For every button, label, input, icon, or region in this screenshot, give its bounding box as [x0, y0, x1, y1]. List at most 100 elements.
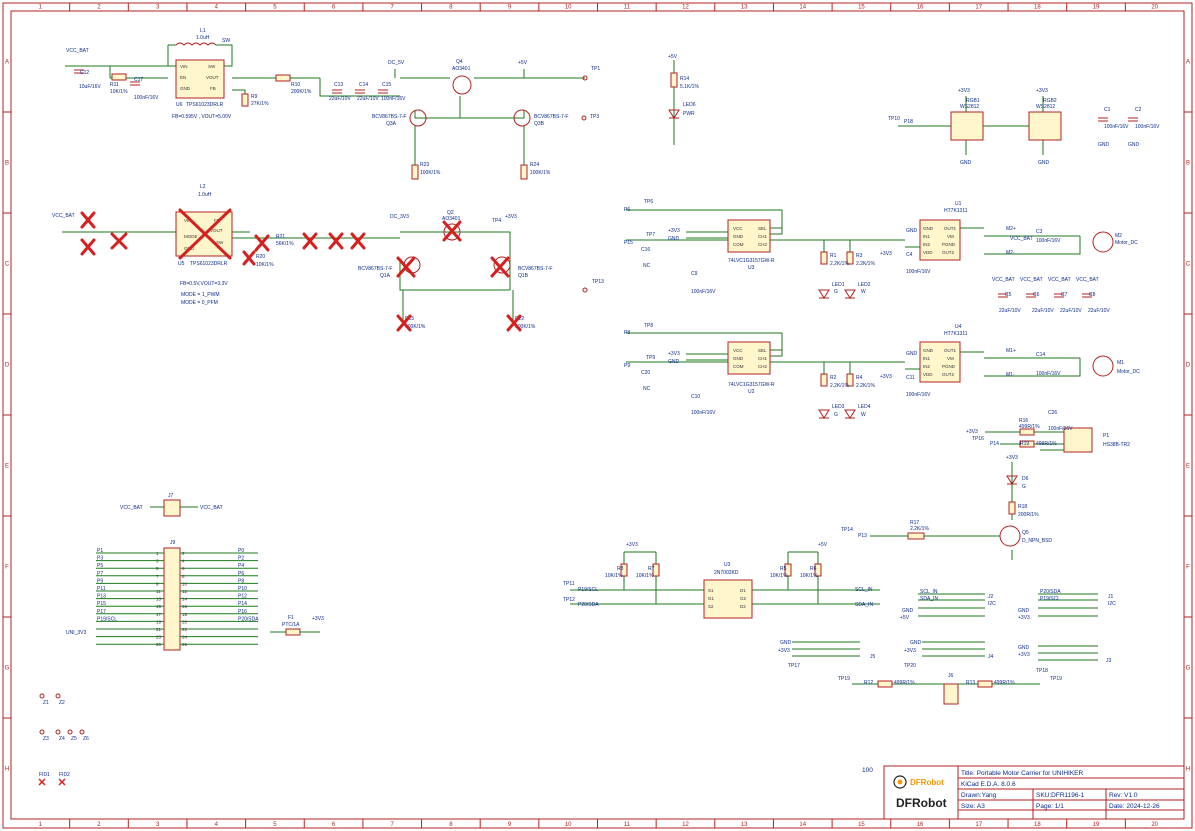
rgb1-led[interactable]	[950, 111, 984, 141]
r3-resistor[interactable]	[846, 251, 854, 265]
r18-resistor[interactable]	[1008, 501, 1016, 515]
r7-resistor[interactable]	[652, 563, 660, 577]
p1-ref: P1	[1103, 433, 1109, 439]
r17-resistor[interactable]	[907, 532, 925, 540]
r18-ref: R18	[1018, 504, 1027, 510]
tp19-label: TP19	[1050, 676, 1062, 682]
r16-resistor[interactable]	[1019, 428, 1035, 436]
q4-mosfet[interactable]	[452, 75, 472, 95]
u6-pin-fb: FB	[210, 86, 216, 91]
c17-cap[interactable]	[130, 81, 140, 86]
j9-pin-num: 14	[182, 597, 188, 602]
j9-left-net: P11	[97, 586, 106, 592]
f1-fuse[interactable]	[285, 628, 301, 636]
j9-pin-num: 6	[182, 566, 185, 571]
u2-gnd-net: GND	[668, 359, 680, 365]
u3-ref: U3	[748, 265, 755, 271]
r4-resistor[interactable]	[846, 373, 854, 387]
j9-pin-num: 3	[156, 559, 159, 564]
q5-transistor[interactable]	[999, 525, 1021, 547]
rgb2-led[interactable]	[1028, 111, 1062, 141]
d6-supply: +3V3	[1006, 455, 1018, 461]
tb-title: Title: Portable Motor Carrier for UNIHIK…	[961, 770, 1084, 777]
j7-connector[interactable]	[163, 499, 181, 517]
u3-pin-vcc: VCC	[733, 226, 743, 231]
j3-gnd: GND	[1018, 645, 1030, 651]
r1-ref: R1	[830, 253, 837, 259]
u4-pin-in2: IN2	[923, 364, 931, 369]
ls-supply-3v3: +3V3	[626, 542, 638, 548]
u3-gnd-net: GND	[668, 236, 680, 242]
u6-chip[interactable]	[175, 59, 225, 99]
grid-row-label: A	[5, 60, 9, 66]
c15-value: 100nF/16V	[381, 96, 406, 102]
j9-pin-num: 22	[182, 627, 188, 632]
r14-resistor[interactable]	[670, 72, 678, 88]
tp3-testpoint[interactable]	[581, 115, 587, 121]
m1-motor[interactable]	[1092, 355, 1114, 377]
rgb2-gnd: GND	[1038, 160, 1050, 166]
d6-diode[interactable]	[1006, 475, 1018, 485]
j9-header[interactable]	[163, 547, 181, 651]
r13-ref: R13	[966, 680, 975, 686]
r2-resistor[interactable]	[820, 373, 828, 387]
u2-pin-com: COM	[733, 364, 744, 369]
grid-col-label: 12	[682, 5, 689, 11]
l1-ref: L1	[200, 28, 206, 34]
p9-label: P9	[624, 363, 630, 369]
indicator-driver-block: D6 G R18 200R/1% Q5 D_NPN_BSD R17 2.2K/1…	[841, 455, 1052, 560]
grid-row-label: G	[1186, 666, 1191, 672]
r24-resistor[interactable]	[520, 164, 528, 180]
j6-connector[interactable]	[943, 683, 959, 705]
q3b-transistor[interactable]	[513, 109, 531, 127]
r22-ref: R22	[515, 316, 524, 322]
c6-ref: C6	[1033, 292, 1040, 298]
r1-resistor[interactable]	[820, 251, 828, 265]
r10-resistor[interactable]	[275, 74, 291, 82]
grid-col-label: 4	[215, 822, 219, 828]
tp13-testpoint[interactable]	[582, 287, 588, 293]
c2-gnd: GND	[1128, 142, 1140, 148]
c16-value: NC	[643, 263, 651, 269]
l1-inductor[interactable]	[175, 42, 217, 46]
r19-resistor[interactable]	[1019, 440, 1035, 448]
p1-ir-receiver[interactable]	[1063, 427, 1093, 453]
grid-col-label: 18	[1034, 5, 1041, 11]
fiducial-ref: FID1	[39, 772, 50, 778]
j2-value: I2C	[988, 601, 996, 607]
r12-value: 499R/1%	[894, 680, 915, 686]
u4-pin-vm: VM	[947, 356, 954, 361]
q1b-ref: Q1B	[518, 273, 529, 279]
r7-ref: R7	[648, 566, 655, 572]
u5-note3: MODE = 0_PFM	[181, 300, 218, 306]
q3a-transistor[interactable]	[409, 109, 427, 127]
r9-resistor[interactable]	[241, 93, 249, 107]
r6-resistor[interactable]	[814, 563, 822, 577]
q2-ref: Q2	[447, 210, 454, 216]
u2-switch-chip[interactable]	[727, 341, 771, 375]
r23-resistor[interactable]	[411, 164, 419, 180]
grid-col-label: 14	[799, 5, 806, 11]
r11-resistor[interactable]	[111, 73, 127, 81]
u3-level-shifter-chip[interactable]	[703, 579, 753, 619]
c1-gnd: GND	[1098, 142, 1110, 148]
u3-switch-chip[interactable]	[727, 219, 771, 253]
u5-pin-sw: SW	[216, 240, 224, 245]
r8-resistor[interactable]	[620, 563, 628, 577]
u1-driver-chip[interactable]	[919, 219, 961, 261]
m2-motor[interactable]	[1092, 231, 1114, 253]
j2-ref: J2	[988, 594, 994, 600]
r12-resistor[interactable]	[877, 680, 893, 688]
u4-driver-chip[interactable]	[919, 341, 961, 383]
r13-resistor[interactable]	[977, 680, 993, 688]
u6-note: FB=0.595V , VOUT=5.00V	[172, 114, 232, 120]
c12-cap[interactable]	[74, 69, 84, 74]
tp1-testpoint[interactable]	[582, 75, 588, 81]
r20-value: 10K/1%	[256, 262, 274, 268]
led6-diode[interactable]	[668, 109, 680, 119]
r5-resistor[interactable]	[784, 563, 792, 577]
led4-value: W	[861, 412, 866, 418]
grid-col-label: 14	[799, 822, 806, 828]
mounting-hole-ref: Z2	[59, 700, 65, 706]
